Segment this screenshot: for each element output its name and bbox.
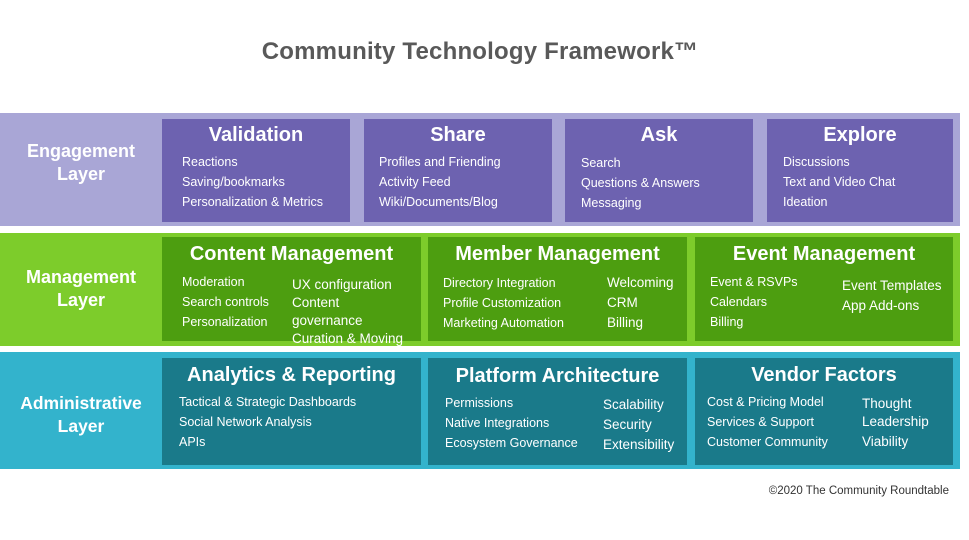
list-item: Personalization xyxy=(182,315,268,329)
list-item: Native Integrations xyxy=(445,416,550,430)
list-item: Security xyxy=(603,417,652,432)
event-management-box: Event Management Event & RSVPs Calendars… xyxy=(695,237,953,341)
member-management-title: Member Management xyxy=(455,243,660,265)
list-item: Billing xyxy=(607,315,644,330)
explore-list: Discussions Text and Video Chat Ideation xyxy=(783,152,895,212)
list-item: Messaging xyxy=(581,196,642,210)
list-item: Event Templates xyxy=(842,278,942,293)
list-item: governance xyxy=(292,313,363,328)
management-layer-label: Management Layer xyxy=(25,267,137,310)
list-item: Tactical & Strategic Dashboards xyxy=(179,395,357,409)
list-item: Directory Integration xyxy=(443,276,556,290)
ask-list: Search Questions & Answers Messaging xyxy=(581,153,700,213)
list-item: Thought xyxy=(862,396,912,411)
list-item: Viability xyxy=(862,434,909,449)
content-management-box: Content Management Moderation Search con… xyxy=(162,237,421,346)
platform-architecture-list-1: Permissions Native Integrations Ecosyste… xyxy=(445,393,578,453)
platform-architecture-box: Platform Architecture Permissions Native… xyxy=(428,358,687,465)
list-item: Text and Video Chat xyxy=(783,175,896,189)
platform-architecture-title: Platform Architecture xyxy=(455,365,660,387)
diagram-title: Community Technology Framework™ xyxy=(261,38,699,65)
content-management-title: Content Management xyxy=(189,243,394,265)
share-title: Share xyxy=(430,124,486,146)
list-item: Cost & Pricing Model xyxy=(707,395,824,409)
engagement-layer-label: Engagement Layer xyxy=(26,141,136,184)
list-item: Ideation xyxy=(783,195,828,209)
list-item: UX configuration xyxy=(292,277,392,292)
analytics-reporting-title: Analytics & Reporting xyxy=(187,364,396,386)
list-item: Profile Customization xyxy=(443,296,562,310)
validation-title: Validation xyxy=(208,124,304,146)
validation-list: Reactions Saving/bookmarks Personalizati… xyxy=(182,152,323,212)
vendor-factors-box: Vendor Factors Cost & Pricing Model Serv… xyxy=(695,358,953,465)
ask-box: Ask Search Questions & Answers Messaging xyxy=(565,119,753,222)
vendor-factors-title: Vendor Factors xyxy=(751,364,897,386)
ask-title: Ask xyxy=(640,124,678,146)
list-item: App Add-ons xyxy=(842,298,920,313)
list-item: Discussions xyxy=(783,155,850,169)
member-management-box: Member Management Directory Integration … xyxy=(428,237,687,341)
list-item: Search controls xyxy=(182,295,269,309)
share-list: Profiles and Friending Activity Feed Wik… xyxy=(379,152,501,212)
list-item: Customer Community xyxy=(707,435,828,449)
analytics-reporting-list: Tactical & Strategic Dashboards Social N… xyxy=(179,392,356,452)
list-item: Wiki/Documents/Blog xyxy=(379,195,498,209)
copyright-text: ©2020 The Community Roundtable xyxy=(768,485,949,497)
event-management-list-2: Event Templates App Add-ons xyxy=(842,276,942,316)
list-item: Permissions xyxy=(445,396,514,410)
list-item: Activity Feed xyxy=(379,175,451,189)
member-management-list-1: Directory Integration Profile Customizat… xyxy=(443,273,564,333)
validation-box: Validation Reactions Saving/bookmarks Pe… xyxy=(162,119,350,222)
list-item: Billing xyxy=(710,315,744,329)
list-item: Scalability xyxy=(603,397,664,412)
share-box: Share Profiles and Friending Activity Fe… xyxy=(364,119,552,222)
platform-architecture-list-2: Scalability Security Extensibility xyxy=(603,395,674,455)
analytics-reporting-box: Analytics & Reporting Tactical & Strateg… xyxy=(162,358,421,465)
list-item: Ecosystem Governance xyxy=(445,436,578,450)
list-item: Leadership xyxy=(862,414,929,429)
list-item: Moderation xyxy=(182,275,245,289)
administrative-layer-label: Administrative Layer xyxy=(20,393,142,436)
list-item: Content xyxy=(292,295,340,310)
list-item: Search xyxy=(581,156,621,170)
event-management-list-1: Event & RSVPs Calendars Billing xyxy=(710,272,798,332)
event-management-title: Event Management xyxy=(732,243,916,265)
list-item: Personalization & Metrics xyxy=(182,195,324,209)
vendor-factors-list-2: Thought Leadership Viability xyxy=(862,395,929,451)
explore-box: Explore Discussions Text and Video Chat … xyxy=(767,119,953,222)
list-item: Curation & Moving xyxy=(292,331,404,346)
list-item: Profiles and Friending xyxy=(379,155,501,169)
content-management-list-2: UX configuration Content governance Cura… xyxy=(292,276,403,348)
list-item: Questions & Answers xyxy=(581,176,700,190)
list-item: Event & RSVPs xyxy=(710,275,798,289)
content-management-list-1: Moderation Search controls Personalizati… xyxy=(182,272,269,332)
list-item: Saving/bookmarks xyxy=(182,175,285,189)
list-item: Marketing Automation xyxy=(443,316,564,330)
list-item: Extensibility xyxy=(603,437,675,452)
explore-title: Explore xyxy=(823,124,897,146)
member-management-list-2: Welcoming CRM Billing xyxy=(607,273,674,333)
list-item: Calendars xyxy=(710,295,767,309)
list-item: CRM xyxy=(607,295,638,310)
list-item: Reactions xyxy=(182,155,238,169)
list-item: Welcoming xyxy=(607,275,674,290)
list-item: Social Network Analysis xyxy=(179,415,312,429)
list-item: Services & Support xyxy=(707,415,814,429)
list-item: APIs xyxy=(179,435,206,449)
vendor-factors-list-1: Cost & Pricing Model Services & Support … xyxy=(707,392,828,452)
